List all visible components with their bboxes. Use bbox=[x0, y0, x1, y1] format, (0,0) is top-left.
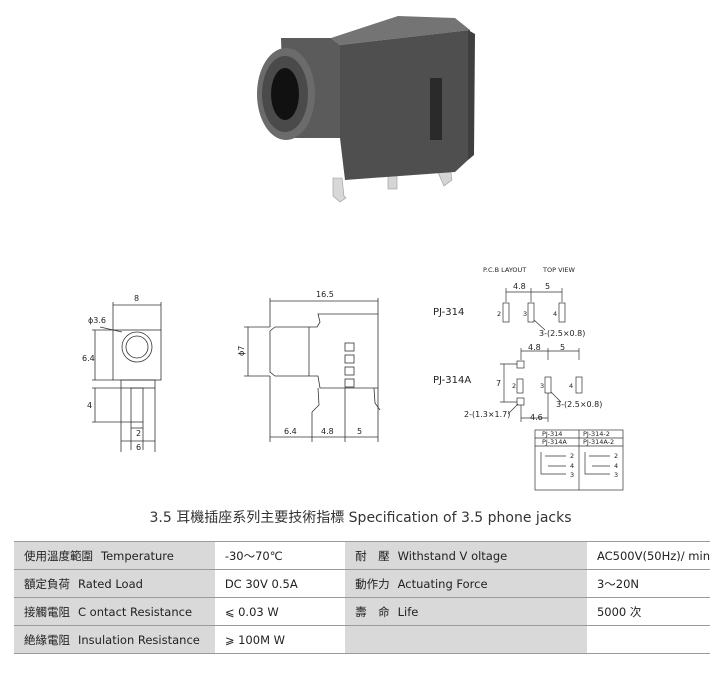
schematic-col2-bot: PJ-314A-2 bbox=[583, 438, 614, 446]
schematic-col1-top: PJ-314 bbox=[542, 430, 562, 438]
pj314a-holes2: 2-(1.3×1.7) bbox=[464, 410, 510, 419]
spec-heading-cn: 3.5 耳機插座系列主要技術指標 bbox=[149, 510, 345, 526]
param-en: Rated Load bbox=[78, 576, 143, 591]
spec-param: 接觸電阻 C ontact Resistance bbox=[14, 597, 215, 626]
side-view bbox=[244, 298, 381, 442]
schematic-col2-top: PJ-314-2 bbox=[583, 430, 610, 438]
pj314a-holes: 3-(2.5×0.8) bbox=[556, 400, 602, 409]
pj314-d2: 5 bbox=[545, 282, 550, 291]
pj314a-pin-3: 3 bbox=[540, 382, 544, 390]
pj314-pin-2: 2 bbox=[497, 310, 501, 318]
pj314a-layout bbox=[500, 348, 583, 422]
pj314-layout bbox=[502, 288, 566, 331]
param-en: Life bbox=[397, 604, 419, 619]
schematic-pin-4: 4 bbox=[570, 462, 574, 470]
dim-front-pin-gap: 2 bbox=[136, 429, 141, 438]
pcb-layout-label: P.C.B LAYOUT bbox=[483, 266, 526, 274]
param-cn: 接觸電阻 bbox=[24, 604, 70, 619]
schematic-pin-3: 3 bbox=[570, 471, 574, 479]
param-cn: 絶緣電阻 bbox=[24, 632, 70, 647]
pj314a-d2: 5 bbox=[560, 343, 565, 352]
spec-value: ⩽ 0.03 W bbox=[214, 597, 346, 626]
spec-value: ⩾ 100M W bbox=[214, 625, 346, 654]
spec-heading-en: Specification of 3.5 phone jacks bbox=[348, 510, 572, 526]
schematic-pin-3b: 3 bbox=[614, 471, 618, 479]
param-en: Withstand V oltage bbox=[397, 548, 508, 563]
spec-value bbox=[586, 625, 710, 654]
dim-front-width: 8 bbox=[134, 294, 139, 303]
dim-side-seg2: 4.8 bbox=[321, 427, 334, 436]
spec-param: 壽 命 Life bbox=[345, 597, 587, 626]
schematic-pin-4b: 4 bbox=[614, 462, 618, 470]
spec-param: 動作力 Actuating Force bbox=[345, 569, 587, 598]
pj314a-pin-2: 2 bbox=[512, 382, 516, 390]
dim-front-hole: ϕ3.6 bbox=[88, 316, 106, 325]
dim-front-height: 6.4 bbox=[82, 354, 95, 363]
spec-value: 3～20N bbox=[586, 569, 710, 598]
schematic-pin-2b: 2 bbox=[614, 452, 618, 460]
spec-table: 使用溫度範圍 Temperature -30～70℃ 耐 壓 Withstand V… bbox=[14, 541, 710, 654]
param-cn: 動作力 bbox=[355, 576, 390, 591]
pj314-holes: 3-(2.5×0.8) bbox=[539, 329, 585, 338]
param-cn: 耐 壓 bbox=[355, 548, 390, 563]
param-en: C ontact Resistance bbox=[78, 604, 193, 619]
spec-param: 耐 壓 Withstand V oltage bbox=[345, 541, 587, 570]
pj314a-d3: 7 bbox=[496, 379, 501, 388]
param-cn: 使用溫度範圍 bbox=[24, 548, 93, 563]
spec-param: 使用溫度範圍 Temperature bbox=[14, 541, 215, 570]
schematic-col1-bot: PJ-314A bbox=[542, 438, 567, 446]
spec-row: 使用溫度範圍 Temperature -30～70℃ 耐 壓 Withstand V… bbox=[14, 541, 710, 570]
spec-value: -30～70℃ bbox=[214, 541, 346, 570]
spec-param: 絶緣電阻 Insulation Resistance bbox=[14, 625, 215, 654]
pj314-pin-3: 3 bbox=[523, 310, 527, 318]
dim-front-base: 6 bbox=[136, 443, 141, 452]
pj314a-pin-4: 4 bbox=[569, 382, 573, 390]
param-cn: 額定負荷 bbox=[24, 576, 70, 591]
pj314-pin-4: 4 bbox=[553, 310, 557, 318]
spec-row: 絶緣電阻 Insulation Resistance ⩾ 100M W bbox=[14, 625, 710, 654]
spec-param: 額定負荷 Rated Load bbox=[14, 569, 215, 598]
spec-param bbox=[345, 625, 587, 654]
front-view bbox=[92, 302, 162, 452]
dim-side-seg3: 5 bbox=[357, 427, 362, 436]
spec-heading: 3.5 耳機插座系列主要技術指標 Specification of 3.5 ph… bbox=[0, 507, 721, 527]
pj314-d1: 4.8 bbox=[513, 282, 526, 291]
spec-row: 額定負荷 Rated Load DC 30V 0.5A 動作力 Actuating … bbox=[14, 569, 710, 598]
param-en: Temperature bbox=[101, 548, 174, 563]
spec-value: DC 30V 0.5A bbox=[214, 569, 346, 598]
param-en: Insulation Resistance bbox=[78, 632, 200, 647]
dim-side-seg1: 6.4 bbox=[284, 427, 297, 436]
dim-front-pin-len: 4 bbox=[87, 401, 92, 410]
pj314-model: PJ-314 bbox=[433, 307, 464, 318]
dim-side-dia: ϕ7 bbox=[237, 346, 246, 356]
pj314a-model: PJ-314A bbox=[433, 375, 471, 386]
schematic-box bbox=[534, 429, 624, 491]
spec-row: 接觸電阻 C ontact Resistance ⩽ 0.03 W 壽 命 Life… bbox=[14, 597, 710, 626]
pj314a-d4: 4.6 bbox=[530, 413, 543, 422]
param-cn: 壽 命 bbox=[355, 604, 390, 619]
param-en: Actuating Force bbox=[397, 576, 488, 591]
spec-value: 5000 次 bbox=[586, 597, 710, 626]
technical-drawing: 8 ϕ3.6 6.4 4 2 6 16.5 ϕ7 6.4 4.8 5 P.C.B… bbox=[82, 16, 624, 491]
top-view-label: TOP VIEW bbox=[542, 266, 576, 274]
schematic-pin-2: 2 bbox=[570, 452, 574, 460]
spec-value: AC500V(50Hz)/ min bbox=[586, 541, 710, 570]
pj314a-d1: 4.8 bbox=[528, 343, 541, 352]
product-photo bbox=[257, 16, 475, 203]
dim-side-length: 16.5 bbox=[316, 290, 334, 299]
